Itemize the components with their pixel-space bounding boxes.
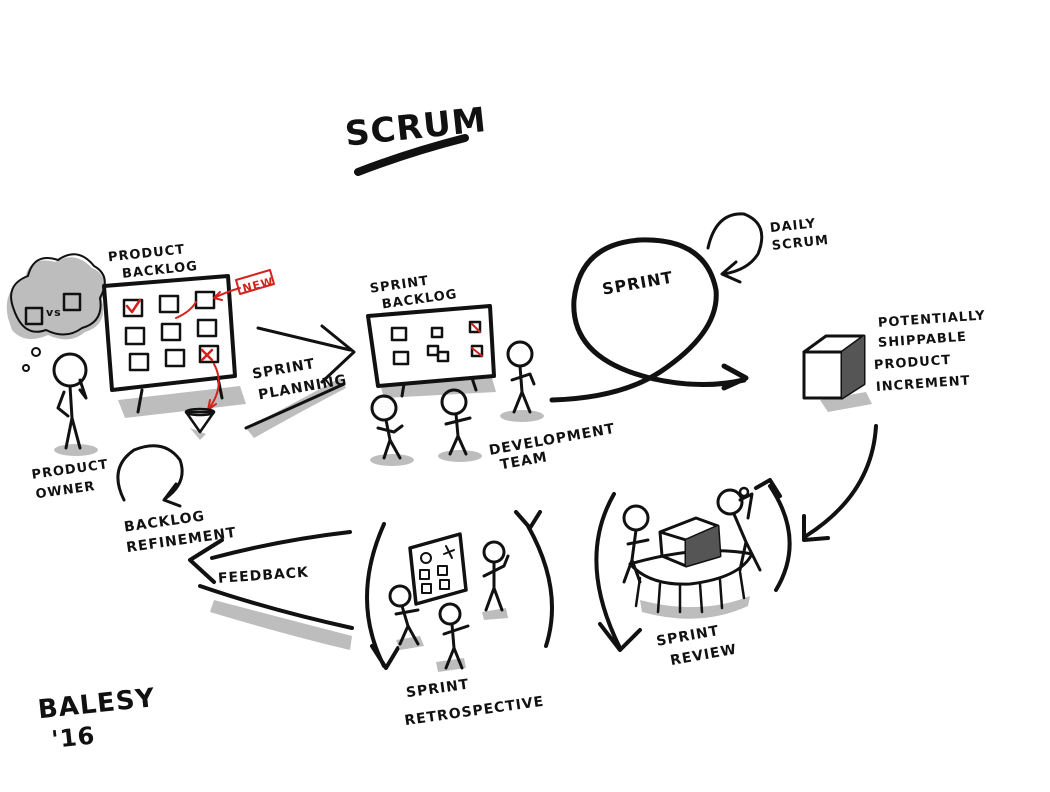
signature-name: BALESY	[36, 683, 156, 725]
dev-member-2	[438, 388, 482, 462]
dev-member-3	[500, 340, 544, 422]
title: SCRUM	[343, 100, 488, 155]
increment-box	[802, 334, 872, 412]
increment-label-2: SHIPPABLE	[877, 330, 967, 351]
daily-scrum-label-2: SCRUM	[771, 233, 830, 254]
product-owner-label-2: OWNER	[35, 479, 97, 502]
increment-label-4: INCREMENT	[875, 373, 971, 395]
daily-scrum-label-1: DAILY	[769, 216, 817, 236]
daily-scrum-loop	[706, 212, 764, 284]
development-team-label-1: DEVELOPMENT	[488, 421, 617, 459]
signature-year: '16	[50, 721, 96, 753]
feedback-arrow	[188, 530, 354, 650]
product-owner-figure	[52, 352, 98, 456]
thought-cloud: vs	[6, 253, 106, 372]
title-underline	[354, 134, 469, 176]
sprint-backlog-board	[366, 304, 496, 398]
product-owner-label-1: PRODUCT	[31, 457, 110, 483]
feedback-label: FEEDBACK	[218, 565, 310, 587]
sprint-retrospective-scene	[365, 510, 554, 672]
increment-label-1: POTENTIALLY	[877, 308, 986, 330]
increment-label-3: PRODUCT	[873, 353, 951, 373]
increment-to-review-arrow	[802, 424, 878, 542]
dev-member-1	[370, 394, 414, 466]
sprint-planning-arrow	[244, 324, 356, 438]
sprint-label: SPRINT	[601, 268, 675, 299]
product-backlog-board	[102, 274, 246, 418]
backlog-refinement-loop	[116, 444, 184, 508]
sprint-loop: SPRINT	[549, 237, 749, 403]
thought-vs: vs	[46, 306, 62, 319]
sprint-retrospective-label-1: SPRINT	[405, 677, 470, 702]
sprint-review-scene	[594, 478, 792, 652]
funnel-icon	[184, 407, 216, 440]
sprint-retrospective-label-2: RETROSPECTIVE	[404, 694, 546, 729]
new-tag: NEW	[235, 269, 275, 295]
